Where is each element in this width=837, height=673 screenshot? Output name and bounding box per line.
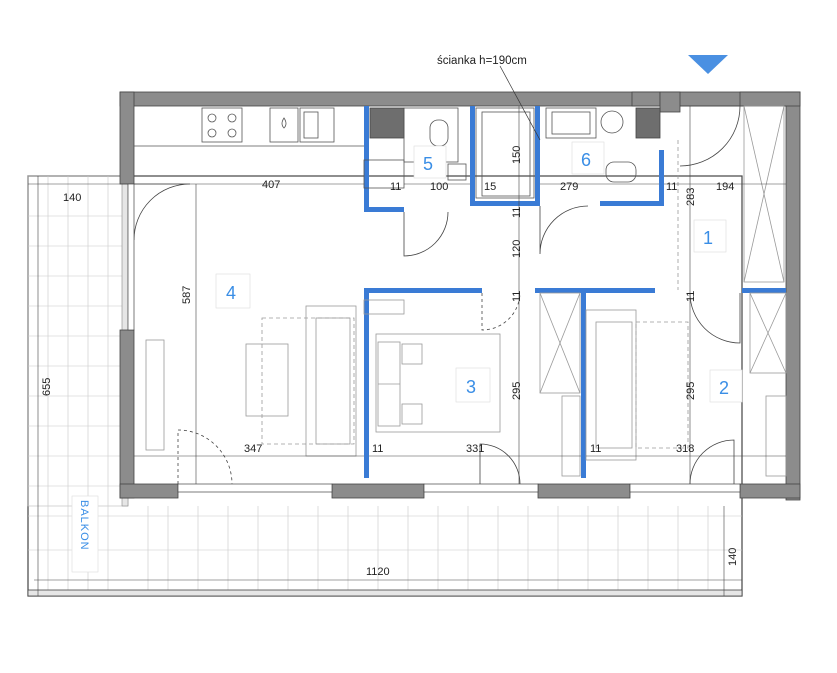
dim-balcony-height: 655	[41, 378, 53, 396]
dim-corridor-wall: 11	[511, 291, 523, 302]
dim-wc-depth: 150	[511, 146, 523, 164]
balcony	[27, 175, 743, 597]
dim-bed2-depth: 295	[685, 382, 697, 400]
partitions	[364, 106, 786, 478]
dim-bath-wall: 11	[666, 181, 677, 193]
dim-hall-depth: 283	[685, 188, 697, 206]
outer-walls	[119, 91, 801, 501]
dim-wall-kitchen: 11	[390, 181, 401, 193]
dim-bed3-width: 331	[466, 443, 484, 455]
dim-wc-wall: 15	[484, 181, 496, 193]
kitchen	[134, 107, 405, 189]
entry-marker-icon	[688, 55, 728, 74]
dim-bath-width: 279	[560, 181, 578, 193]
living-furniture	[145, 305, 357, 457]
dim-hall-right-wall: 11	[685, 291, 697, 302]
room-4-label: 4	[226, 283, 236, 303]
room-labels: 1 2 3 4 5 6	[215, 141, 743, 403]
dim-bed3-depth: 295	[511, 382, 523, 400]
dim-living-width: 407	[262, 179, 280, 191]
windows	[127, 183, 741, 493]
dim-bed3-wall: 11	[372, 443, 383, 455]
room-1-label: 1	[703, 228, 713, 248]
dim-balcony-depth-bottom: 140	[727, 548, 739, 566]
dim-corridor-width: 120	[511, 240, 523, 258]
dim-living-lower-width: 347	[244, 443, 262, 455]
room-3-label: 3	[466, 377, 476, 397]
dimension-lines	[28, 106, 786, 596]
dim-bed2-wall: 11	[590, 443, 601, 455]
dim-balcony-width: 1120	[366, 566, 390, 578]
bathroom-fixtures	[403, 107, 661, 199]
dim-hall-width: 194	[716, 181, 734, 193]
room-2-label: 2	[719, 378, 729, 398]
dim-hall-mid-wall: 11	[511, 207, 523, 218]
dim-living-depth: 587	[181, 286, 193, 304]
balcony-label: BALKON	[78, 500, 90, 551]
dim-wc-width: 100	[430, 181, 448, 193]
room-5-label: 5	[423, 154, 433, 174]
room-6-label: 6	[581, 150, 591, 170]
wall-height-note: ścianka h=190cm	[437, 55, 527, 67]
dim-balcony-depth-top: 140	[63, 192, 81, 204]
bed2-furniture	[539, 105, 787, 477]
dim-bed2-width: 318	[676, 443, 694, 455]
bed3-furniture	[363, 299, 501, 433]
